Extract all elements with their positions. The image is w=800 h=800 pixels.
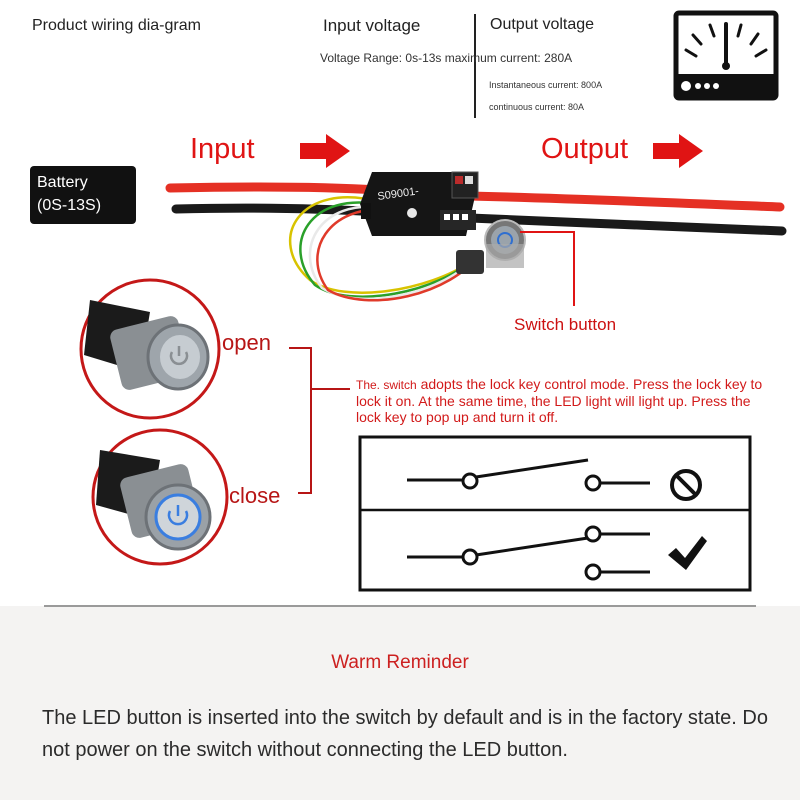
battery-badge: Battery (0S-13S) bbox=[30, 166, 136, 224]
voltage-range-text: Voltage Range: 0s-13s maximum current: 2… bbox=[320, 51, 573, 65]
module-marking: S09001- bbox=[377, 185, 420, 203]
description-lead: The. switch bbox=[356, 378, 417, 392]
switch-state-diagram bbox=[358, 435, 752, 592]
page-title: Product wiring dia-gram bbox=[32, 17, 201, 34]
black-ground-wire bbox=[171, 203, 787, 236]
open-state-label: open bbox=[222, 330, 271, 355]
close-button-photo bbox=[91, 428, 229, 566]
reminder-title: Warm Reminder bbox=[331, 652, 469, 673]
input-label: Input bbox=[190, 133, 255, 165]
description-rest: adopts the lock key control mode. Press … bbox=[356, 376, 763, 425]
reminder-body: The LED button is inserted into the swit… bbox=[42, 707, 768, 761]
prohibited-circle-icon bbox=[670, 469, 702, 501]
header-divider bbox=[474, 14, 476, 118]
battery-range: (0S-13S) bbox=[37, 197, 102, 214]
output-voltage-label: Output voltage bbox=[490, 16, 595, 33]
reminder-panel bbox=[0, 606, 800, 800]
red-power-wire bbox=[165, 182, 785, 212]
controller-module bbox=[360, 171, 479, 236]
continuous-current-text: continuous current: 80A bbox=[489, 102, 585, 112]
input-voltage-label: Input voltage bbox=[323, 16, 421, 35]
instantaneous-current-text: Instantaneous current: 800A bbox=[489, 80, 603, 90]
switch-callout-line bbox=[520, 231, 575, 306]
battery-label: Battery bbox=[37, 174, 88, 191]
open-button-photo bbox=[79, 278, 221, 420]
analog-meter-icon bbox=[673, 10, 779, 101]
switch-description: The. switch adopts the lock key control … bbox=[356, 376, 766, 425]
close-state-label: close bbox=[229, 483, 281, 508]
led-switch-button-small bbox=[456, 219, 526, 274]
input-arrow-icon bbox=[300, 134, 350, 168]
checkmark-icon bbox=[668, 536, 707, 570]
section-divider bbox=[44, 605, 756, 607]
signal-wire-loop bbox=[289, 196, 484, 302]
switch-button-label: Switch button bbox=[514, 315, 617, 334]
output-arrow-icon bbox=[653, 134, 703, 168]
state-bracket bbox=[289, 347, 350, 494]
output-label: Output bbox=[541, 133, 629, 165]
